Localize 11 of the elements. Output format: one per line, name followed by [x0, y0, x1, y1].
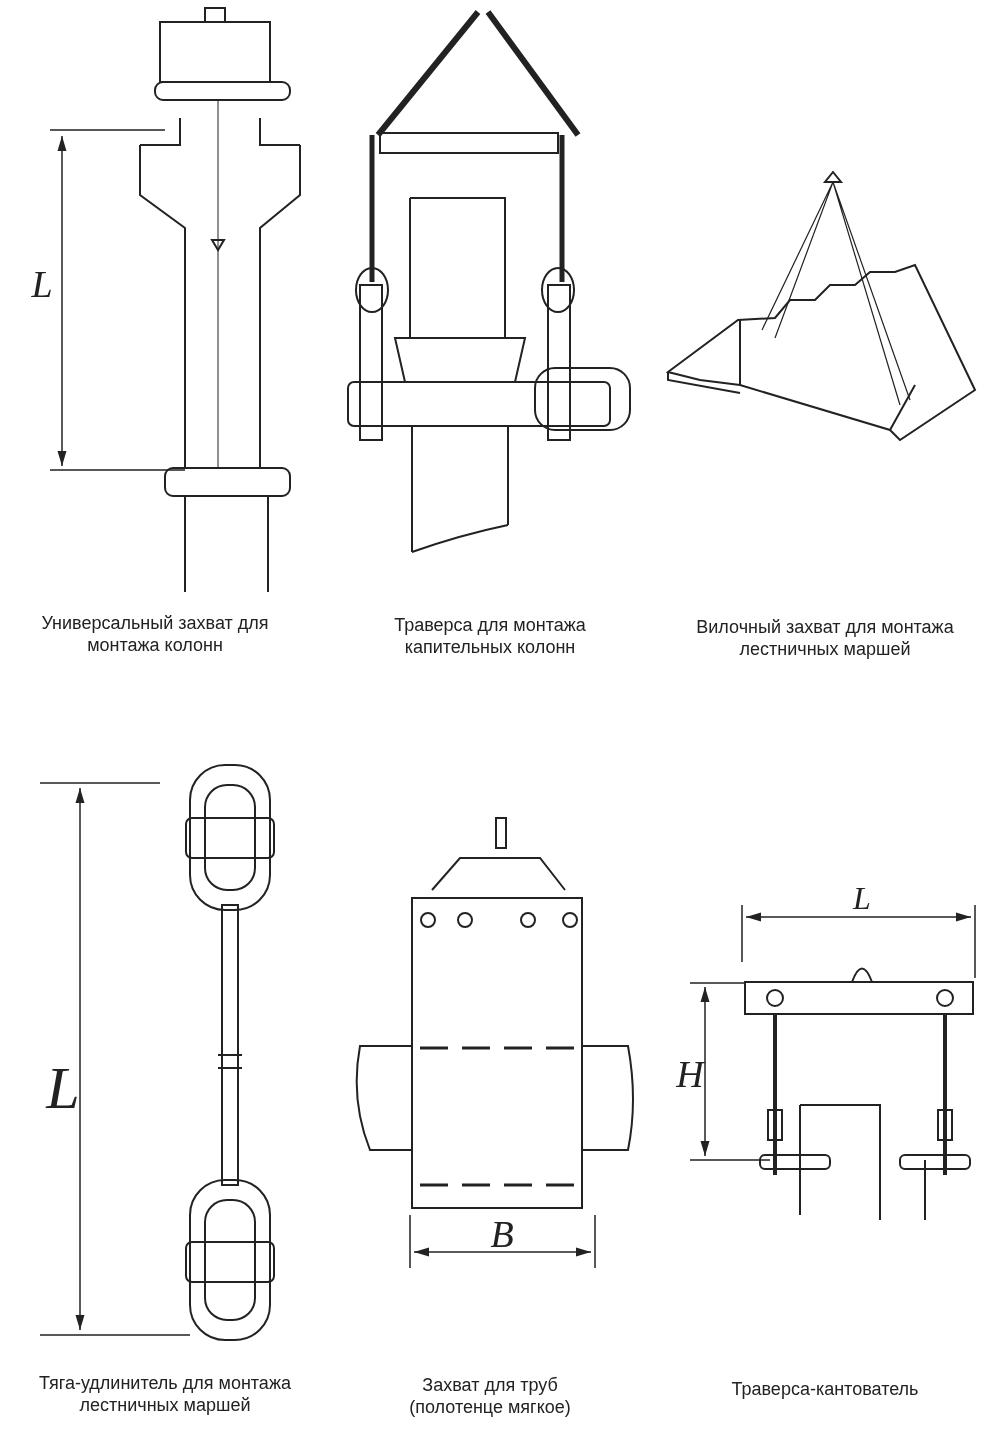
caption: Вилочный захват для монтажа лестничных маршей: [695, 616, 955, 660]
dimension-label: L: [30, 262, 54, 306]
dimension-label: L: [44, 1055, 81, 1121]
caption: Тяга-удлинитель для монтажа лестничных маршей: [38, 1372, 292, 1416]
dimension-label: L: [851, 880, 872, 916]
caption: Траверса-кантователь: [730, 1378, 920, 1400]
dimension-label: H: [675, 1052, 707, 1096]
caption: Траверса для монтажа капительных колонн: [393, 614, 587, 658]
dimension-label: B: [489, 1212, 515, 1256]
caption: Захват для труб (полотенце мягкое): [408, 1374, 572, 1418]
caption: Универсальный захват для монтажа колонн: [40, 612, 270, 656]
